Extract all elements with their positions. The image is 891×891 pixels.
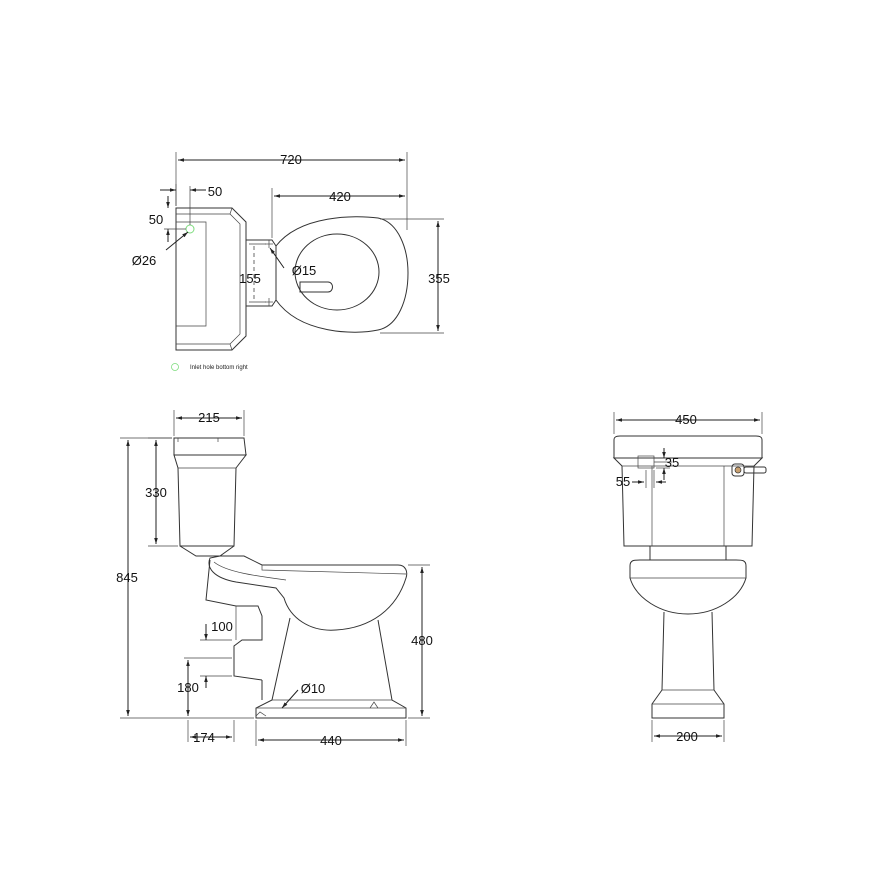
side-view: 215 330 845 100 180 Ø10 480 174 xyxy=(116,410,433,748)
dim-100: 100 xyxy=(211,619,233,634)
dim-720: 720 xyxy=(280,152,302,167)
dim-845: 845 xyxy=(116,570,138,585)
dim-330: 330 xyxy=(145,485,167,500)
dim-420: 420 xyxy=(329,189,351,204)
dim-440: 440 xyxy=(320,733,342,748)
dim-480: 480 xyxy=(411,633,433,648)
dim-215: 215 xyxy=(198,410,220,425)
flush-lever xyxy=(731,463,767,477)
dim-155: 155 xyxy=(239,271,261,286)
dim-355: 355 xyxy=(428,271,450,286)
side-tank-lid xyxy=(173,437,247,456)
top-view: 720 420 50 50 Ø26 155 Ø15 355 xyxy=(132,152,450,371)
dim-55: 55 xyxy=(616,474,630,489)
dim-200: 200 xyxy=(676,729,698,744)
dim-180: 180 xyxy=(177,680,199,695)
front-tank-lid xyxy=(613,435,763,459)
inlet-marker xyxy=(185,224,195,234)
top-fixing-hole-1 xyxy=(265,240,273,248)
dim-35: 35 xyxy=(665,455,679,470)
dim-50-horizontal: 50 xyxy=(208,184,222,199)
front-bowl xyxy=(629,559,747,615)
dim-10-diameter: Ø10 xyxy=(301,681,326,696)
inlet-note: Inlet hole bottom right xyxy=(190,365,248,371)
front-pedestal xyxy=(651,611,725,719)
side-bowl-outline xyxy=(208,555,408,631)
front-view: 450 35 55 200 xyxy=(612,412,767,744)
inlet-note-marker xyxy=(171,363,179,371)
top-fixing-hole-2 xyxy=(265,298,273,306)
dim-15-diameter: Ø15 xyxy=(292,263,317,278)
side-tank-body xyxy=(173,454,248,547)
side-pedestal xyxy=(255,617,407,719)
dim-174: 174 xyxy=(193,730,215,745)
dim-50-vertical: 50 xyxy=(149,212,163,227)
dim-450: 450 xyxy=(675,412,697,427)
top-bowl-outline xyxy=(275,216,409,333)
dim-26-diameter: Ø26 xyxy=(132,253,157,268)
